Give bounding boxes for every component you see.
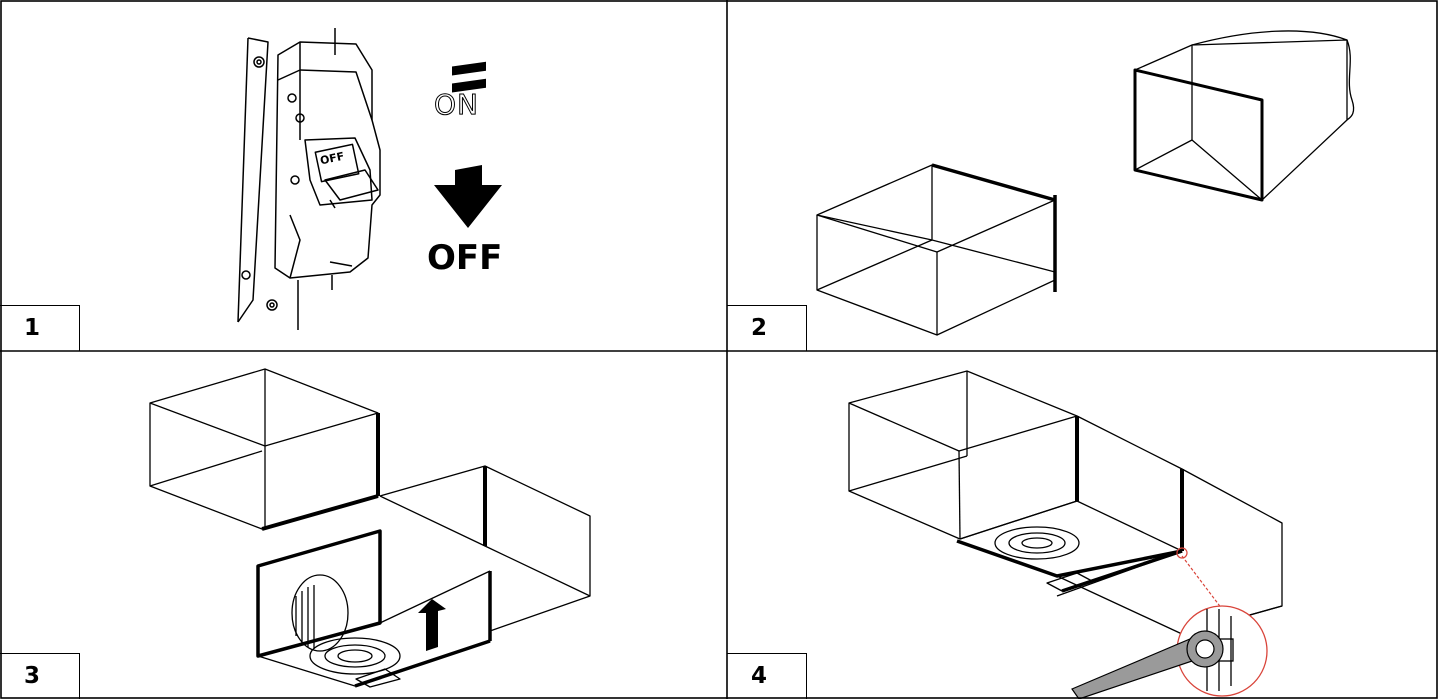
switch-off-label: OFF <box>427 238 503 278</box>
step-number-1: 1 <box>0 305 80 351</box>
duct-icon <box>848 370 1283 699</box>
panel-step-2: 2 <box>727 0 1438 351</box>
panel-step-1: ON OFF OFF 1 <box>0 0 727 351</box>
down-arrow-icon <box>434 61 502 228</box>
switch-on-label: ON <box>434 88 479 122</box>
step-number-4: 4 <box>727 653 807 699</box>
duct-icon <box>149 368 591 688</box>
step-number-3: 3 <box>0 653 80 699</box>
panel-step-3: 3 <box>0 351 727 699</box>
fan-icon <box>291 574 401 675</box>
breaker-icon <box>237 28 502 330</box>
up-arrow-icon <box>418 599 446 651</box>
duct-icon <box>816 30 1355 336</box>
step-number-2: 2 <box>727 305 807 351</box>
panel-step-4: 4 <box>727 351 1438 699</box>
